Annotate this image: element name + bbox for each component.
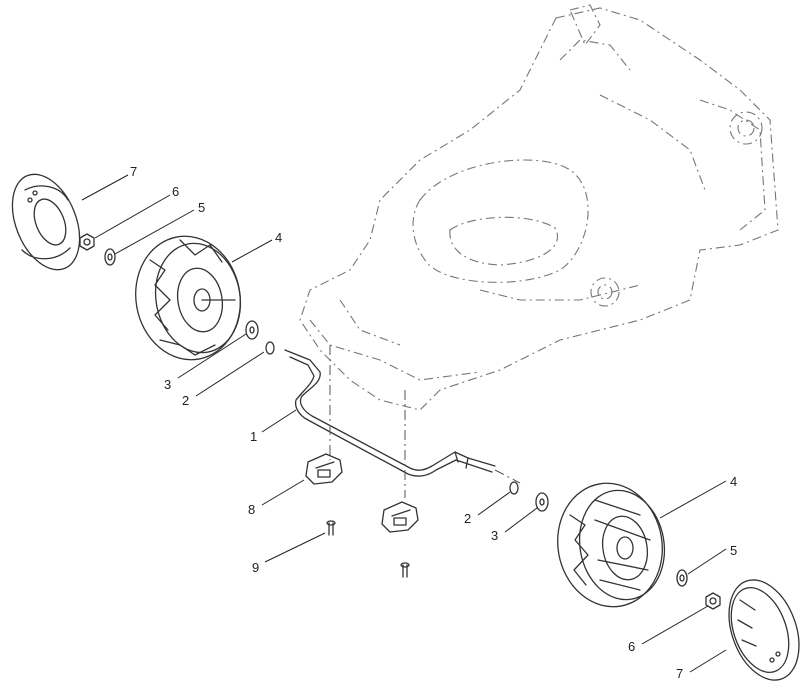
washer-left-inner — [245, 320, 259, 340]
wheel-left — [135, 235, 242, 361]
hubcap-left — [11, 173, 81, 271]
callouts: 7 6 5 4 3 2 1 8 9 2 3 4 5 6 7 — [130, 164, 737, 681]
callout-axle: 1 — [250, 429, 257, 444]
washer-right-outer — [676, 569, 688, 587]
callout-hubcap-right: 7 — [676, 666, 683, 681]
screw-left — [326, 520, 336, 536]
wheel-right — [557, 482, 666, 608]
callout-washer-right-inner: 3 — [491, 528, 498, 543]
hubcap-right — [728, 579, 800, 681]
callout-hubcap-left: 7 — [130, 164, 137, 179]
callout-washer-right-outer: 5 — [730, 543, 737, 558]
callout-screw: 9 — [252, 560, 259, 575]
callout-nut-right: 6 — [628, 639, 635, 654]
callout-wheel-left: 4 — [275, 230, 282, 245]
callout-wheel-right: 4 — [730, 474, 737, 489]
height-bracket-left — [305, 453, 343, 485]
height-bracket-right — [381, 501, 419, 533]
axle — [284, 349, 496, 477]
callout-nut-left: 6 — [172, 184, 179, 199]
spacer-left — [265, 341, 275, 355]
nut-left — [79, 233, 95, 251]
callout-spacer-left: 2 — [182, 393, 189, 408]
callout-washer-left-inner: 3 — [164, 377, 171, 392]
nut-right — [705, 592, 721, 610]
screw-right — [400, 562, 410, 578]
callout-spacer-right: 2 — [464, 511, 471, 526]
center-line-axle — [494, 469, 521, 484]
callout-washer-left-outer: 5 — [198, 200, 205, 215]
washer-left-outer — [104, 248, 116, 266]
spacer-right — [509, 481, 519, 495]
callout-height-bracket: 8 — [248, 502, 255, 517]
washer-right-inner — [535, 492, 549, 512]
leader-lines — [81, 174, 727, 673]
mower-deck-phantom — [299, 4, 779, 411]
